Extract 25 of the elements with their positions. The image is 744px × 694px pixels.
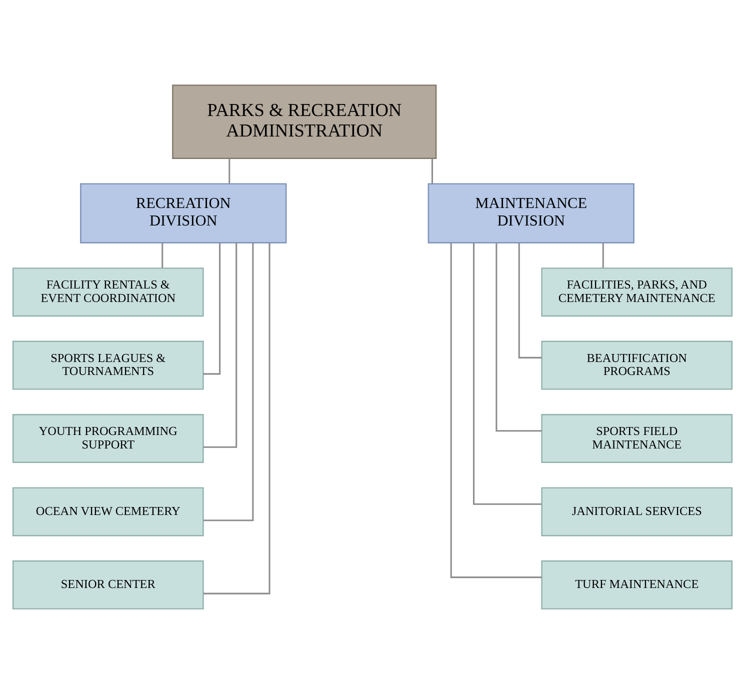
- node-box: FACILITIES, PARKS, AND CEMETERY MAINTENANCE: [540, 268, 732, 317]
- connector: [430, 158, 432, 184]
- connector: [202, 242, 270, 594]
- connector: [202, 243, 220, 375]
- node-box: MAINTENANCE DIVISION: [427, 183, 634, 244]
- node-box: TURF MAINTENANCE: [540, 560, 732, 610]
- node-box: SENIOR CENTER: [12, 560, 204, 610]
- node-box: OCEAN VIEW CEMETERY: [12, 487, 204, 536]
- node-box: FACILITY RENTALS & EVENT COORDINATION: [12, 268, 204, 317]
- connector: [202, 242, 237, 448]
- node-box: BEAUTIFICATION PROGRAMS: [540, 340, 732, 390]
- node-box: PARKS & RECREATION ADMINISTRATION: [172, 84, 436, 159]
- connector: [518, 242, 542, 358]
- connector: [602, 243, 604, 268]
- connector: [495, 243, 542, 432]
- connector: [161, 243, 163, 268]
- connector: [203, 243, 254, 522]
- node-box: JANITORIAL SERVICES: [540, 487, 732, 536]
- node-box: RECREATION DIVISION: [80, 183, 286, 244]
- connector: [228, 158, 230, 184]
- node-box: YOUTH PROGRAMMING SUPPORT: [12, 414, 204, 464]
- node-box: SPORTS LEAGUES & TOURNAMENTS: [12, 340, 204, 390]
- connector: [472, 243, 542, 505]
- node-box: SPORTS FIELD MAINTENANCE: [540, 414, 732, 464]
- connector: [450, 243, 542, 578]
